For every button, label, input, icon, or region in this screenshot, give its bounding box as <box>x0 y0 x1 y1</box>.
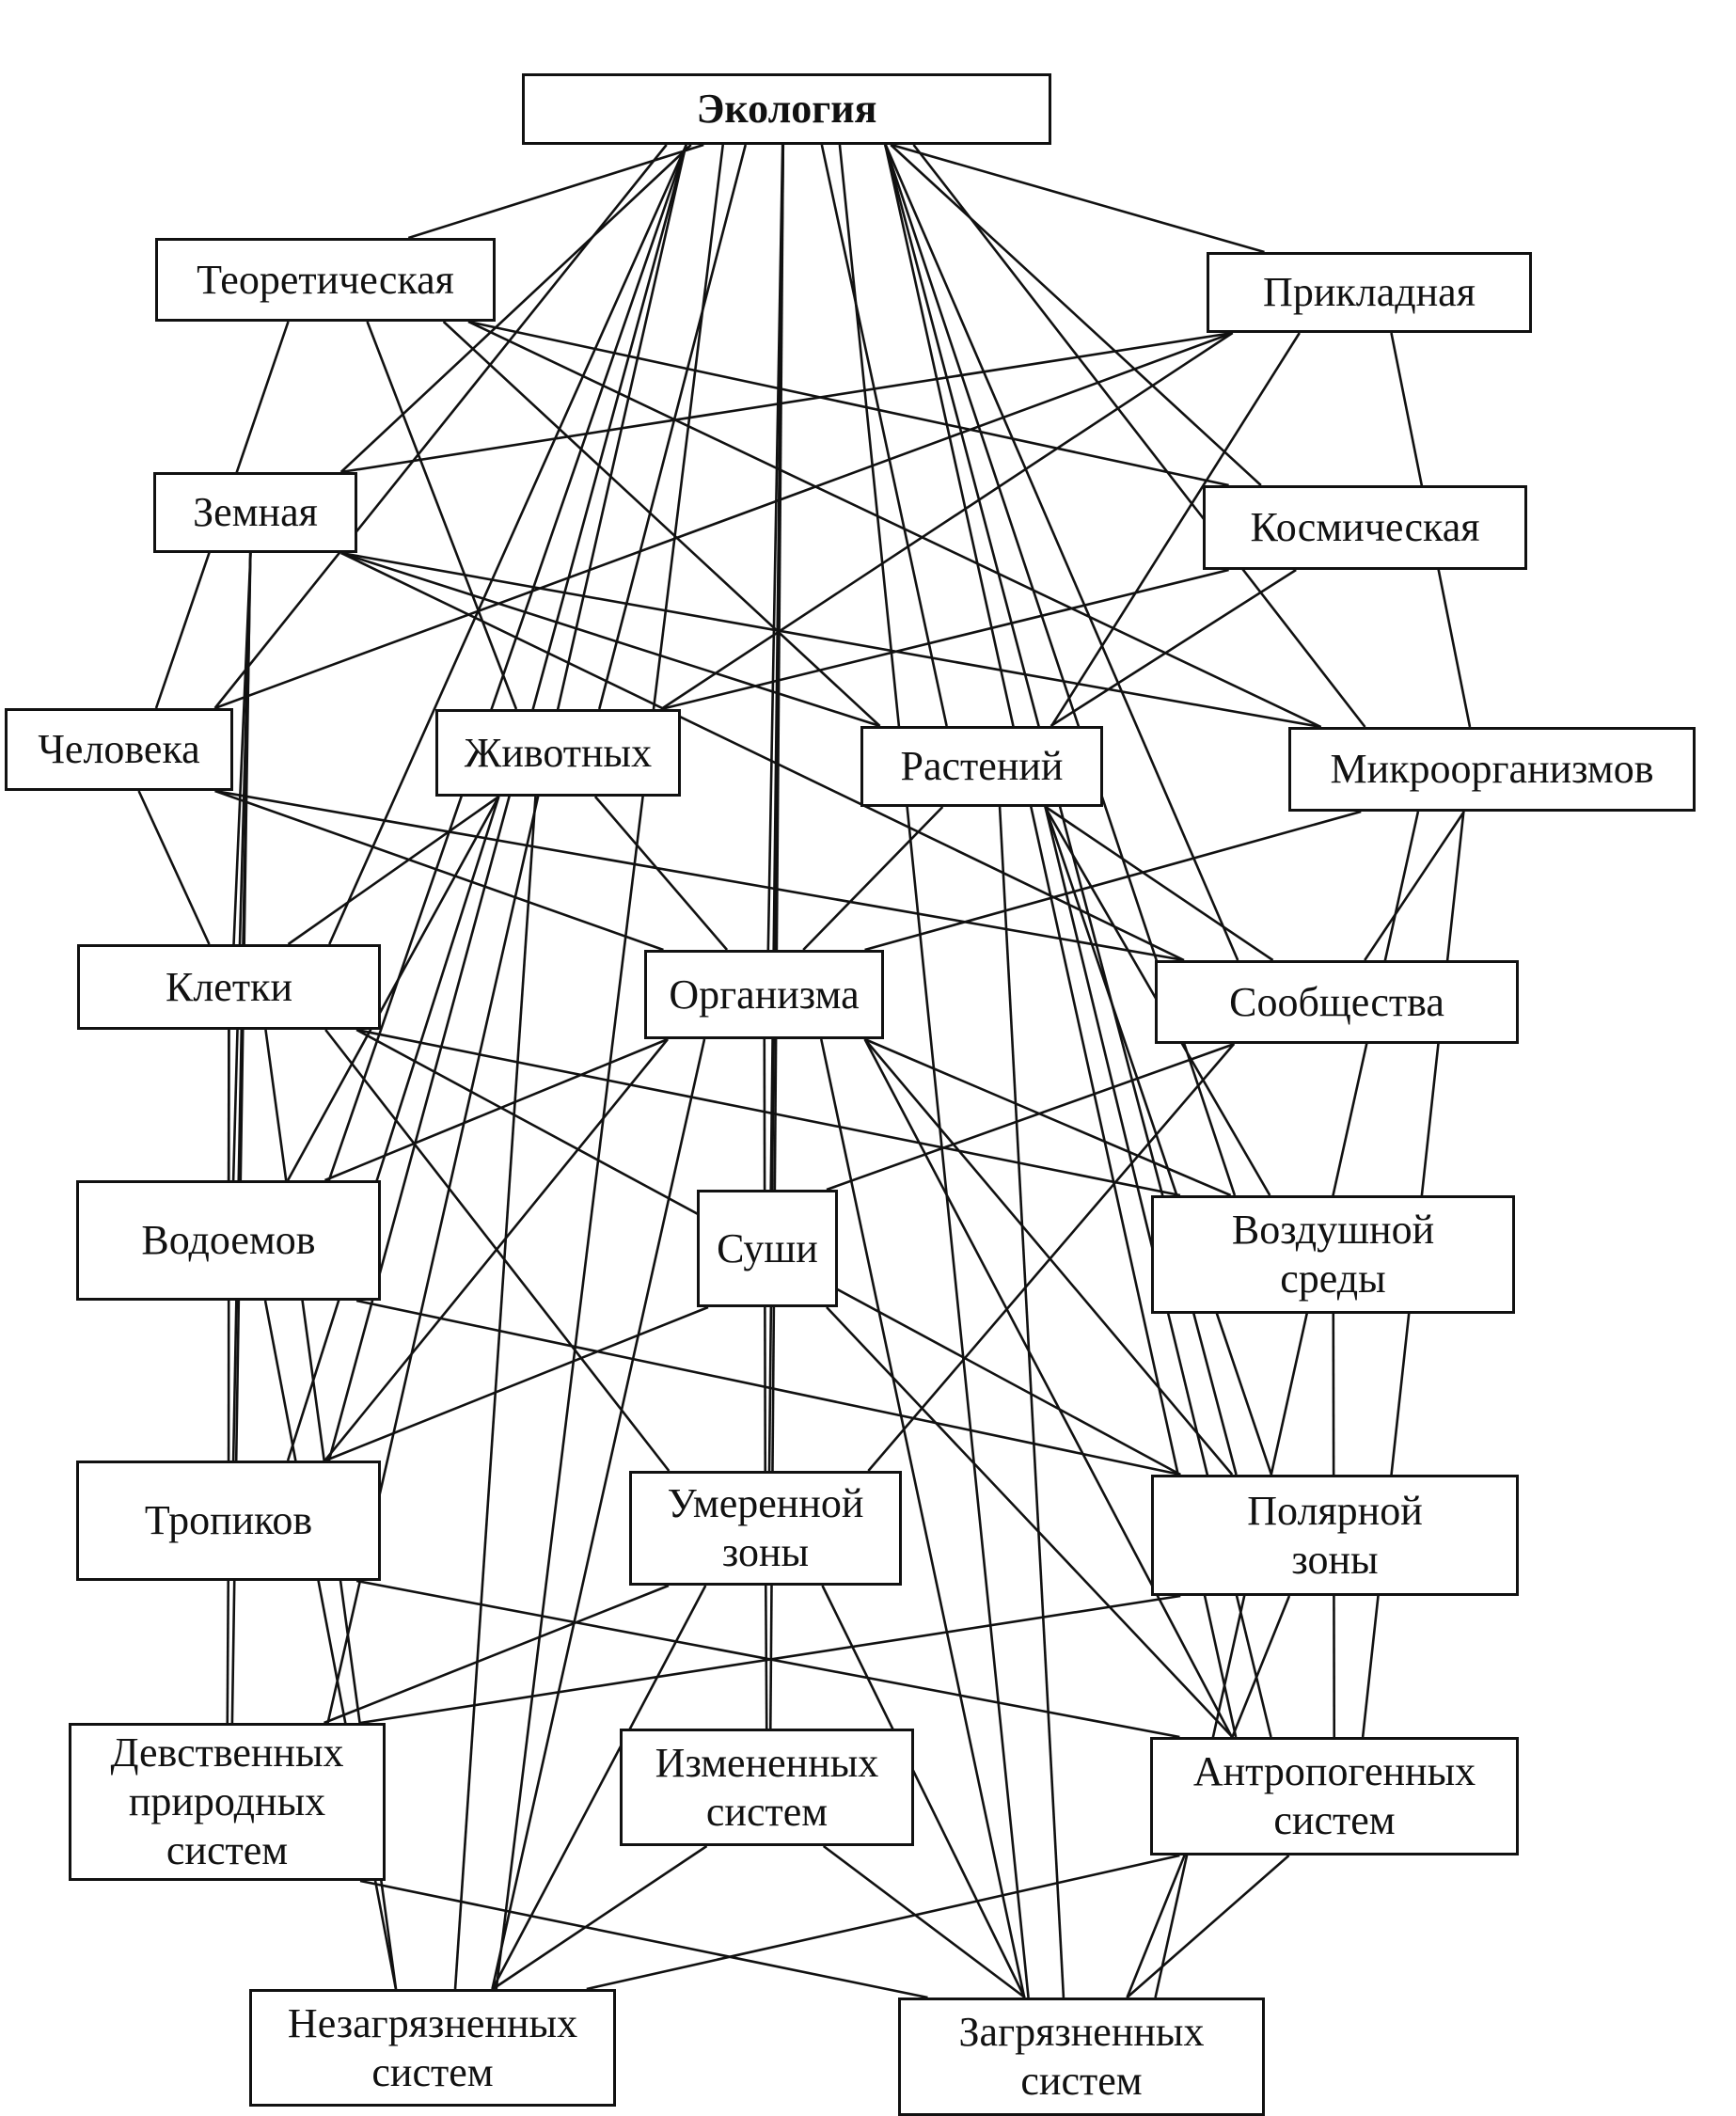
node-temperate: Умеренной зоны <box>629 1471 902 1586</box>
connector-organism-anthropogenic <box>863 1038 1233 1738</box>
connector-human-community <box>214 789 1185 962</box>
node-air: Воздушной среды <box>1151 1195 1515 1314</box>
connector-ecology-cells <box>328 144 687 945</box>
connector-land-anthropogenic <box>826 1306 1234 1738</box>
node-plants: Растений <box>860 726 1103 807</box>
node-land: Суши <box>697 1190 838 1307</box>
connector-temperate-unpolluted <box>491 1585 707 1990</box>
connector-community-temperate <box>867 1043 1236 1472</box>
connector-temperate-modified <box>764 1585 768 1729</box>
connector-organism-tropics <box>324 1038 669 1461</box>
connector-terrestrial-microorganisms <box>340 551 1321 729</box>
connector-plants-polluted <box>998 806 1065 1998</box>
node-animals: Животных <box>435 709 681 797</box>
node-terrestrial: Земная <box>153 472 357 553</box>
connector-modified-unpolluted <box>492 1844 708 1991</box>
connector-plants-organism <box>802 806 944 951</box>
connector-waterbodies-polar <box>355 1299 1181 1476</box>
connector-applied-plants <box>1050 332 1301 727</box>
connector-cosmic-animals <box>660 568 1229 711</box>
connector-ecology-animals <box>597 144 748 710</box>
connector-cosmic-plants <box>1049 568 1297 728</box>
connector-temperate-virgin <box>324 1584 670 1725</box>
connector-ecology-plants <box>820 144 948 727</box>
node-organism: Организма <box>644 950 884 1039</box>
connector-organism-polar <box>863 1038 1234 1476</box>
connector-animals-waterbodies <box>286 796 500 1181</box>
node-applied: Прикладная <box>1207 252 1532 333</box>
connector-applied-human <box>214 331 1234 710</box>
node-cosmic: Космическая <box>1203 485 1527 570</box>
connector-temperate-polluted <box>821 1585 1026 1998</box>
connector-ecology-waterbodies <box>327 144 687 1181</box>
connector-applied-animals <box>660 331 1234 711</box>
connector-terrestrial-plants <box>340 551 881 728</box>
connector-ecology-cosmic <box>890 144 1262 486</box>
connector-theoretical-microorganisms <box>467 320 1322 729</box>
connector-modified-polluted <box>822 1844 1026 1999</box>
connector-ecology-community <box>884 144 1239 961</box>
connector-anthropogenic-unpolluted <box>586 1854 1180 1991</box>
connector-applied-terrestrial <box>340 331 1233 474</box>
node-microorganisms: Микроорганизмов <box>1288 727 1696 812</box>
connector-animals-cells <box>287 795 500 946</box>
connector-organism-unpolluted <box>491 1038 706 1990</box>
node-ecology: Экология <box>522 73 1051 145</box>
node-anthropogenic: Антропогенных систем <box>1150 1737 1519 1855</box>
connector-microorganisms-organism <box>864 810 1362 952</box>
connector-plants-community <box>1045 805 1274 962</box>
connector-ecology-virgin <box>326 144 687 1724</box>
node-waterbodies: Водоемов <box>76 1180 381 1301</box>
node-modified: Измененных систем <box>620 1729 914 1846</box>
connector-polar-virgin <box>359 1594 1181 1725</box>
connector-anthropogenic-polluted <box>1126 1855 1290 1998</box>
node-virgin: Девственных природных систем <box>69 1723 386 1881</box>
connector-ecology-polluted <box>838 144 1030 1998</box>
connector-tropics-virgin <box>226 1580 230 1724</box>
connector-land-tropics <box>324 1305 709 1462</box>
connector-cells-air <box>355 1028 1181 1197</box>
connector-animals-organism <box>593 796 729 951</box>
connector-microorganisms-community <box>1364 811 1465 961</box>
connector-ecology-tropics <box>327 144 687 1461</box>
connector-human-organism <box>214 789 664 952</box>
connector-ecology-human <box>213 144 668 709</box>
connector-ecology-terrestrial <box>339 144 692 473</box>
connector-theoretical-cosmic <box>467 320 1229 487</box>
connector-virgin-polluted <box>359 1879 928 1999</box>
node-tropics: Тропиков <box>76 1461 381 1581</box>
node-theoretical: Теоретическая <box>155 238 496 322</box>
connector-ecology-microorganisms <box>912 144 1366 728</box>
connector-organism-air <box>864 1037 1232 1197</box>
connector-organism-polluted <box>819 1038 1026 1998</box>
connector-waterbodies-unpolluted <box>263 1300 398 1990</box>
node-community: Сообщества <box>1155 960 1519 1044</box>
connector-ecology-organism <box>766 144 784 951</box>
node-human: Человека <box>5 708 233 791</box>
connector-community-land <box>826 1042 1235 1192</box>
connector-organism-waterbodies <box>324 1037 669 1182</box>
connector-theoretical-animals <box>366 321 518 710</box>
node-polar: Полярной зоны <box>1151 1475 1519 1596</box>
connector-ecology-applied <box>891 143 1265 254</box>
connector-animals-tropics <box>286 796 500 1461</box>
connector-theoretical-plants <box>442 321 881 727</box>
connector-plants-polar <box>1044 806 1273 1476</box>
connector-ecology-modified <box>768 144 785 1729</box>
node-polluted: Загрязненных систем <box>898 1998 1265 2116</box>
connector-human-cells <box>137 790 211 945</box>
connector-ecology-unpolluted <box>495 144 725 1990</box>
node-cells: Клетки <box>77 944 381 1030</box>
connector-terrestrial-community <box>340 551 1185 962</box>
node-unpolluted: Незагрязненных систем <box>249 1989 616 2107</box>
